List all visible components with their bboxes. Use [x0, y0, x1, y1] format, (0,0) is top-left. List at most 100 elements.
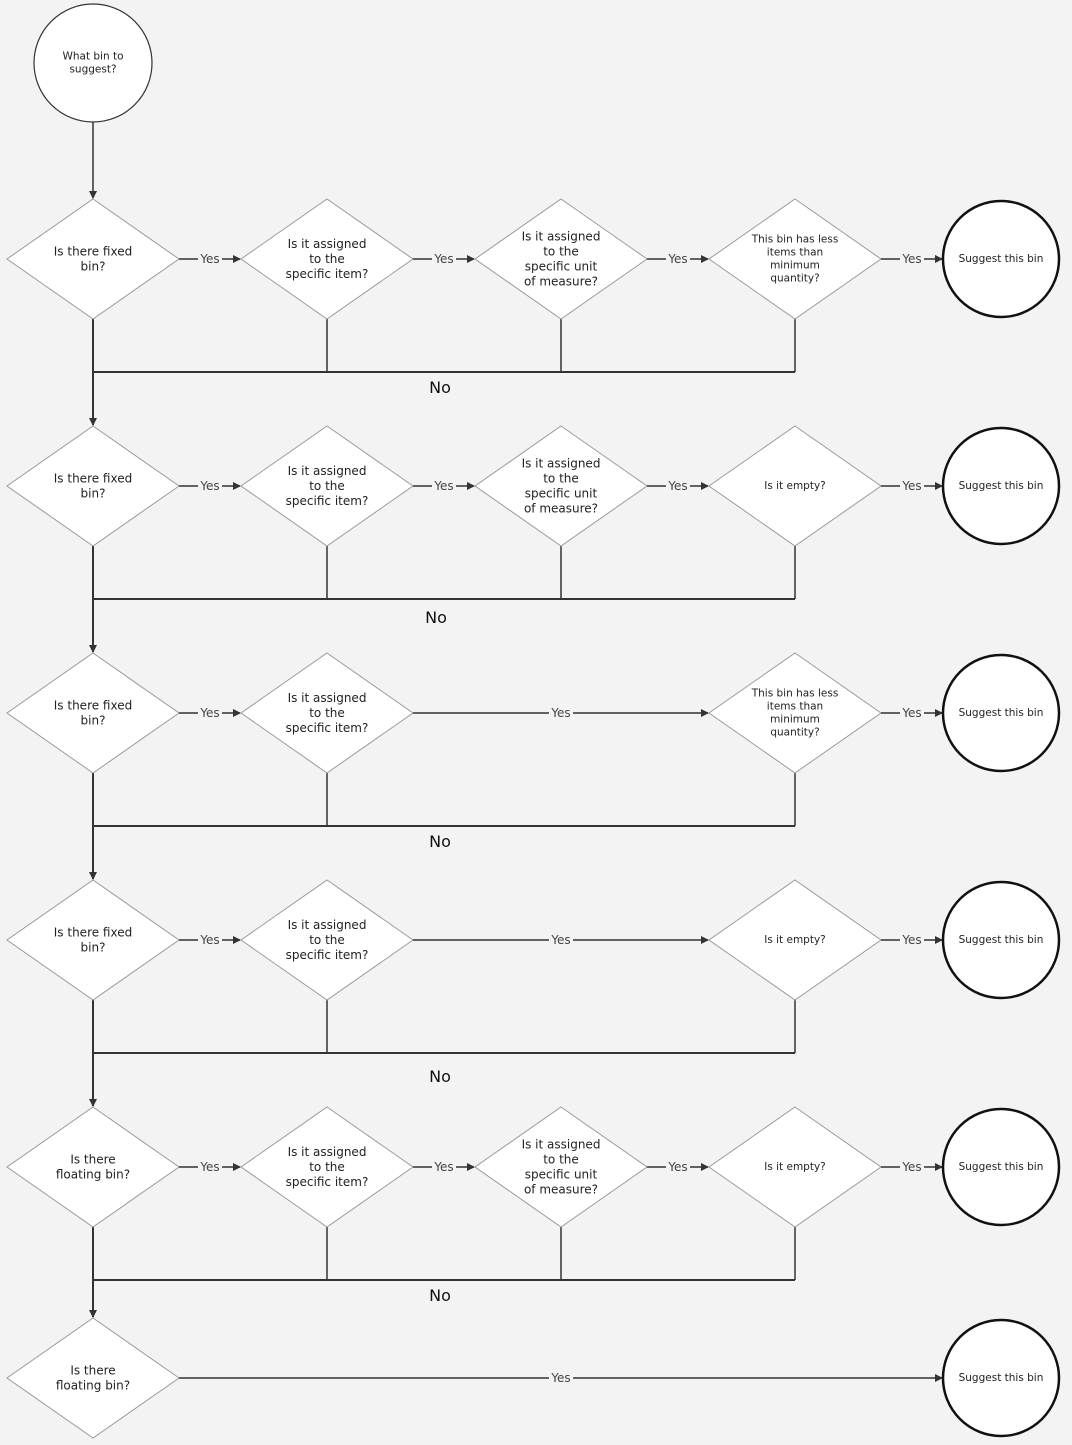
- suggest-bin-label: Suggest this bin: [959, 480, 1044, 492]
- node-text-line: minimum: [770, 714, 820, 726]
- decision-node: [240, 652, 414, 774]
- suggest-bin-node: [941, 426, 1061, 546]
- node-text-line: Is it assigned: [522, 1138, 601, 1152]
- node-text-line: to the: [543, 1153, 579, 1167]
- suggest-bin-node: [941, 1318, 1061, 1438]
- node-text-line: Is it assigned: [288, 237, 367, 251]
- suggest-bin-label: Suggest this bin: [959, 1161, 1044, 1173]
- decision-node: [708, 425, 882, 547]
- yes-label: Yes: [433, 479, 453, 493]
- decision-node: [474, 1106, 648, 1228]
- node-text-line: Is it empty?: [764, 1161, 826, 1173]
- node-text-line: Is it assigned: [522, 230, 601, 244]
- suggest-bin-node: [941, 653, 1061, 773]
- decision-node: [6, 1106, 180, 1228]
- decision-node: [708, 1106, 882, 1228]
- suggest-bin-label: Suggest this bin: [959, 707, 1044, 719]
- node-text-line: to the: [309, 706, 345, 720]
- decision-label: Is it empty?: [764, 1161, 826, 1173]
- suggest-bin-node: [941, 880, 1061, 1000]
- node-text-line: bin?: [81, 941, 106, 955]
- decision-node: [474, 198, 648, 320]
- yes-label: Yes: [550, 1371, 570, 1385]
- decision-node: [6, 879, 180, 1001]
- node-text-line: specific unit: [525, 260, 598, 274]
- yes-label: Yes: [199, 706, 219, 720]
- node-text-line: specific item?: [286, 494, 369, 508]
- yes-label: Yes: [433, 252, 453, 266]
- node-text-line: items than: [767, 701, 823, 713]
- decision-node: [240, 425, 414, 547]
- node-text-line: Suggest this bin: [959, 1161, 1044, 1173]
- decision-node: [474, 425, 648, 547]
- node-text-line: floating bin?: [56, 1168, 130, 1182]
- node-text-line: minimum: [770, 260, 820, 272]
- yes-label: Yes: [550, 933, 570, 947]
- yes-label: Yes: [199, 479, 219, 493]
- yes-label: Yes: [901, 706, 921, 720]
- node-text-line: floating bin?: [56, 1379, 130, 1393]
- node-text-line: Is it assigned: [288, 918, 367, 932]
- node-text-line: Suggest this bin: [959, 253, 1044, 265]
- node-text-line: quantity?: [770, 727, 819, 739]
- decision-node: [240, 879, 414, 1001]
- yes-label: Yes: [667, 1160, 687, 1174]
- node-text-line: specific item?: [286, 267, 369, 281]
- no-label: No: [429, 378, 451, 397]
- node-text-line: Is there: [70, 1153, 115, 1167]
- decision-node: [708, 879, 882, 1001]
- yes-label: Yes: [199, 1160, 219, 1174]
- node-text-line: Suggest this bin: [959, 480, 1044, 492]
- node-text-line: Is it assigned: [288, 1145, 367, 1159]
- node-text-line: Is it empty?: [764, 934, 826, 946]
- node-text-line: quantity?: [770, 273, 819, 285]
- node-text-line: to the: [543, 245, 579, 259]
- suggest-bin-label: Suggest this bin: [959, 253, 1044, 265]
- suggest-bin-label: Suggest this bin: [959, 1372, 1044, 1384]
- yes-label: Yes: [550, 706, 570, 720]
- node-text-line: Is it assigned: [288, 464, 367, 478]
- node-text-line: specific item?: [286, 721, 369, 735]
- node-text-line: Suggest this bin: [959, 707, 1044, 719]
- no-label: No: [425, 608, 447, 627]
- yes-label: Yes: [667, 252, 687, 266]
- decision-node: [6, 1317, 180, 1439]
- node-text-line: Is there fixed: [54, 245, 132, 259]
- node-text-line: Is it empty?: [764, 480, 826, 492]
- node-text-line: Is it assigned: [522, 457, 601, 471]
- node-text-line: to the: [543, 472, 579, 486]
- node-text-line: of measure?: [524, 502, 598, 516]
- decision-node: [6, 198, 180, 320]
- decision-node: [708, 652, 882, 774]
- node-text-line: Suggest this bin: [959, 934, 1044, 946]
- node-text-line: Is it assigned: [288, 691, 367, 705]
- suggest-bin-node: [941, 1107, 1061, 1227]
- node-text-line: bin?: [81, 714, 106, 728]
- no-label: No: [429, 1067, 451, 1086]
- yes-label: Yes: [901, 252, 921, 266]
- yes-label: Yes: [667, 479, 687, 493]
- decision-label: Is it empty?: [764, 934, 826, 946]
- yes-label: Yes: [199, 252, 219, 266]
- node-text-line: Is there fixed: [54, 926, 132, 940]
- node-text-line: This bin has less: [751, 688, 839, 700]
- suggest-bin-node: [941, 199, 1061, 319]
- node-text-line: specific item?: [286, 1175, 369, 1189]
- node-text-line: to the: [309, 933, 345, 947]
- node-text-line: items than: [767, 247, 823, 259]
- node-text-line: to the: [309, 252, 345, 266]
- node-text-line: bin?: [81, 260, 106, 274]
